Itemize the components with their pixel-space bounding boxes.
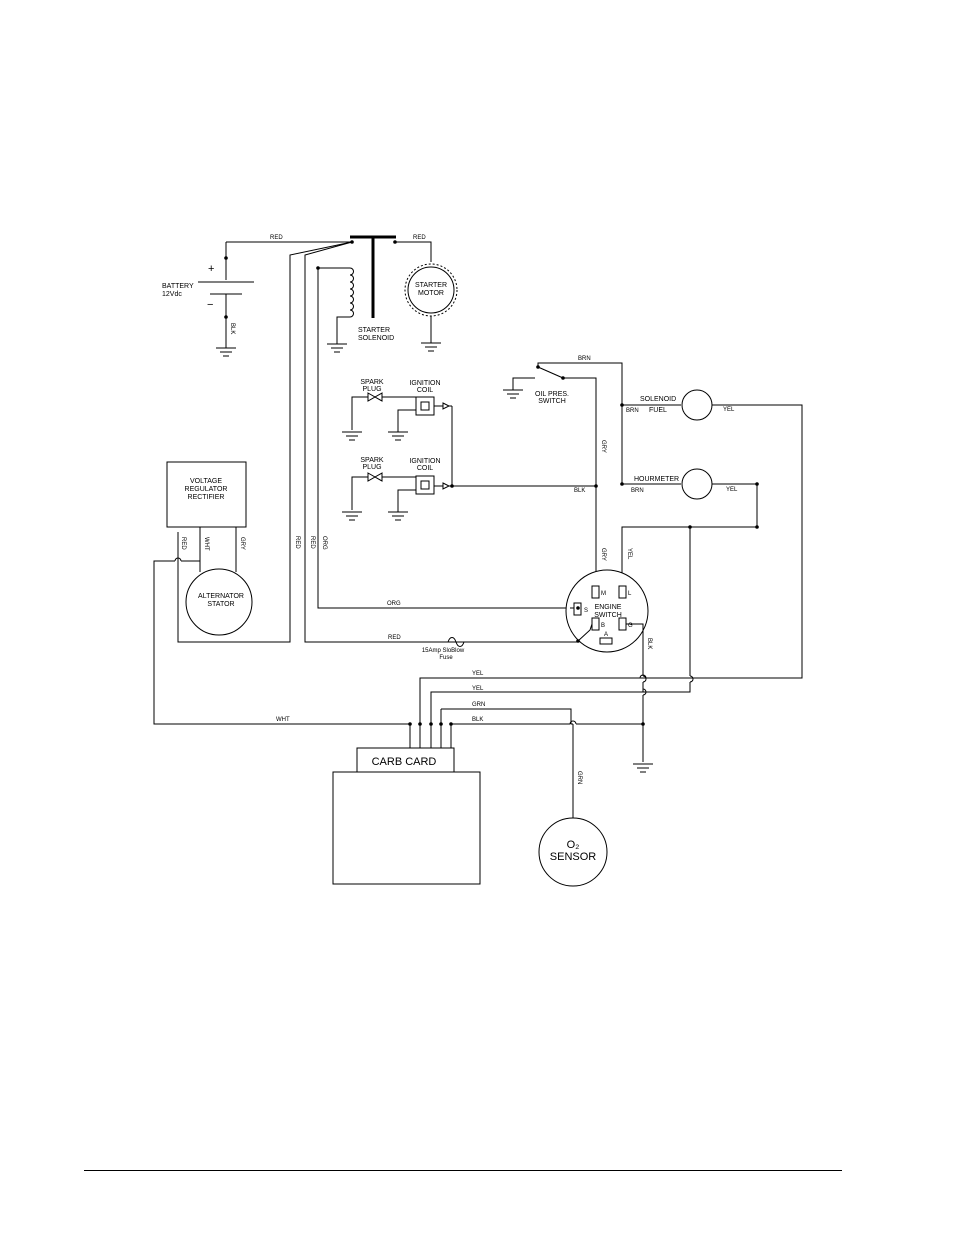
starter-motor-label-1: STARTER — [415, 282, 447, 289]
ignition-coil-1: IGNITION COIL — [397, 380, 452, 432]
wire-label-yel-carb-1: YEL — [472, 671, 484, 677]
o2-sensor-label-2: SENSOR — [550, 851, 597, 863]
wire-label-red-battery: RED — [270, 235, 283, 241]
hourmeter-label: HOURMETER — [634, 476, 679, 483]
wire-label-blk-battery: BLK — [229, 323, 235, 334]
engine-switch: M L S B G A ENGINE SWITCH — [565, 569, 649, 653]
wire-label-yel-switch: YEL — [626, 548, 632, 560]
spark-plug-1-label-1: SPARK — [360, 379, 384, 386]
wire-label-yel-carb-2: YEL — [472, 686, 484, 692]
wire-label-red-motor: RED — [413, 235, 426, 241]
wire-label-grn-o2: GRN — [576, 771, 582, 784]
spark-plug-1: SPARK PLUG — [351, 379, 416, 430]
ground-icon — [503, 389, 523, 399]
ground-icon — [342, 511, 362, 521]
ground-icon — [216, 347, 236, 357]
fuse-15amp: 15Amp SloBlow Fuse — [422, 637, 465, 661]
term-m: M — [601, 591, 606, 597]
wire-label-gry-oil: GRY — [600, 440, 606, 453]
vrr-label-3: RECTIFIER — [188, 494, 225, 501]
battery: + − BATTERY 12Vdc BLK — [162, 242, 254, 348]
fuse-label-1: 15Amp SloBlow — [422, 648, 465, 654]
ground-icon — [327, 343, 347, 353]
ignition-coil-2: IGNITION COIL — [397, 458, 452, 512]
fuel-solenoid-label-1: SOLENOID — [640, 396, 676, 403]
wire-label-blk-carb: BLK — [472, 717, 483, 723]
ignition-coil-1-label-2: COIL — [417, 387, 433, 394]
wire-label-red-vrr-out: RED — [180, 537, 186, 550]
term-l: L — [628, 591, 632, 597]
term-s: S — [584, 608, 588, 614]
oil-pres-switch-label-1: OIL PRES. — [535, 391, 569, 398]
wire-label-wht-carb: WHT — [276, 717, 290, 723]
alt-label-1: ALTERNATOR — [198, 593, 244, 600]
carb-card: CARB CARD — [332, 747, 481, 885]
wire-label-red-vrr: RED — [294, 536, 300, 549]
oil-pres-switch-label-2: SWITCH — [538, 398, 566, 405]
ground-icon — [633, 763, 653, 773]
wire-label-blk-coil: BLK — [574, 488, 585, 494]
starter-motor: STARTER MOTOR — [404, 263, 458, 343]
starter-solenoid-label-2: SOLENOID — [358, 335, 394, 342]
wire-label-wht-vrr: WHT — [203, 537, 209, 551]
spark-plug-2-label-1: SPARK — [360, 457, 384, 464]
wire-label-brn-hour: BRN — [631, 488, 644, 494]
ground-icon — [388, 511, 408, 521]
fuel-solenoid: BRN YEL SOLENOID FUEL — [620, 389, 803, 679]
ground-icon — [388, 431, 408, 441]
spark-plug-2: SPARK PLUG — [351, 457, 416, 510]
wire-label-org-feed: ORG — [321, 536, 327, 550]
battery-voltage: 12Vdc — [162, 291, 182, 298]
wire-label-brn-fuel: BRN — [626, 408, 639, 414]
ignition-coil-2-label-2: COIL — [417, 465, 433, 472]
wire-label-gry-vrr: GRY — [239, 537, 245, 550]
engine-switch-label-2: SWITCH — [594, 612, 622, 619]
ignition-coil-2-label-1: IGNITION — [409, 458, 440, 465]
fuel-solenoid-label-2: FUEL — [649, 407, 667, 414]
term-b: B — [601, 623, 605, 629]
wire-label-red-switch: RED — [388, 635, 401, 641]
spark-plug-1-label-2: PLUG — [362, 386, 381, 393]
term-a: A — [604, 632, 608, 638]
battery-label: BATTERY — [162, 283, 194, 290]
fuse-label-2: Fuse — [439, 655, 453, 661]
footer-rule — [84, 1170, 842, 1171]
alt-label-2: STATOR — [207, 601, 234, 608]
starter-motor-label-2: MOTOR — [418, 290, 444, 297]
oil-pressure-switch: OIL PRES. SWITCH BRN GRY — [512, 356, 623, 580]
alternator-stator: ALTERNATOR STATOR — [185, 568, 253, 636]
engine-switch-label-1: ENGINE — [595, 604, 622, 611]
hourmeter: BRN YEL HOURMETER — [620, 468, 759, 527]
vrr-label-2: REGULATOR — [185, 486, 228, 493]
wire-label-org-switch: ORG — [387, 601, 401, 607]
wire-label-yel-fuel: YEL — [723, 407, 735, 413]
wire-label-gry-switch: GRY — [600, 548, 606, 561]
o2-sensor-label-1: O₂ — [567, 839, 580, 851]
o2-sensor: O₂ SENSOR — [538, 817, 608, 887]
ignition-coil-1-label-1: IGNITION — [409, 380, 440, 387]
wire-label-blk-switch: BLK — [646, 638, 652, 649]
ground-icon — [421, 342, 441, 352]
starter-solenoid: STARTER SOLENOID — [316, 235, 397, 344]
wire-label-brn-oil: BRN — [578, 356, 591, 362]
carb-card-label: CARB CARD — [372, 756, 437, 768]
battery-plus: + — [208, 263, 214, 275]
voltage-regulator-rectifier: VOLTAGE REGULATOR RECTIFIER RED WHT GRY — [166, 461, 247, 572]
wire-label-grn-carb: GRN — [472, 702, 485, 708]
vrr-label-1: VOLTAGE — [190, 478, 222, 485]
wire-label-red-feed: RED — [309, 536, 315, 549]
term-g: G — [628, 623, 633, 629]
ground-icon — [342, 431, 362, 441]
battery-minus: − — [207, 299, 213, 311]
wire-label-yel-hour: YEL — [726, 487, 738, 493]
starter-solenoid-label-1: STARTER — [358, 327, 390, 334]
spark-plug-2-label-2: PLUG — [362, 464, 381, 471]
